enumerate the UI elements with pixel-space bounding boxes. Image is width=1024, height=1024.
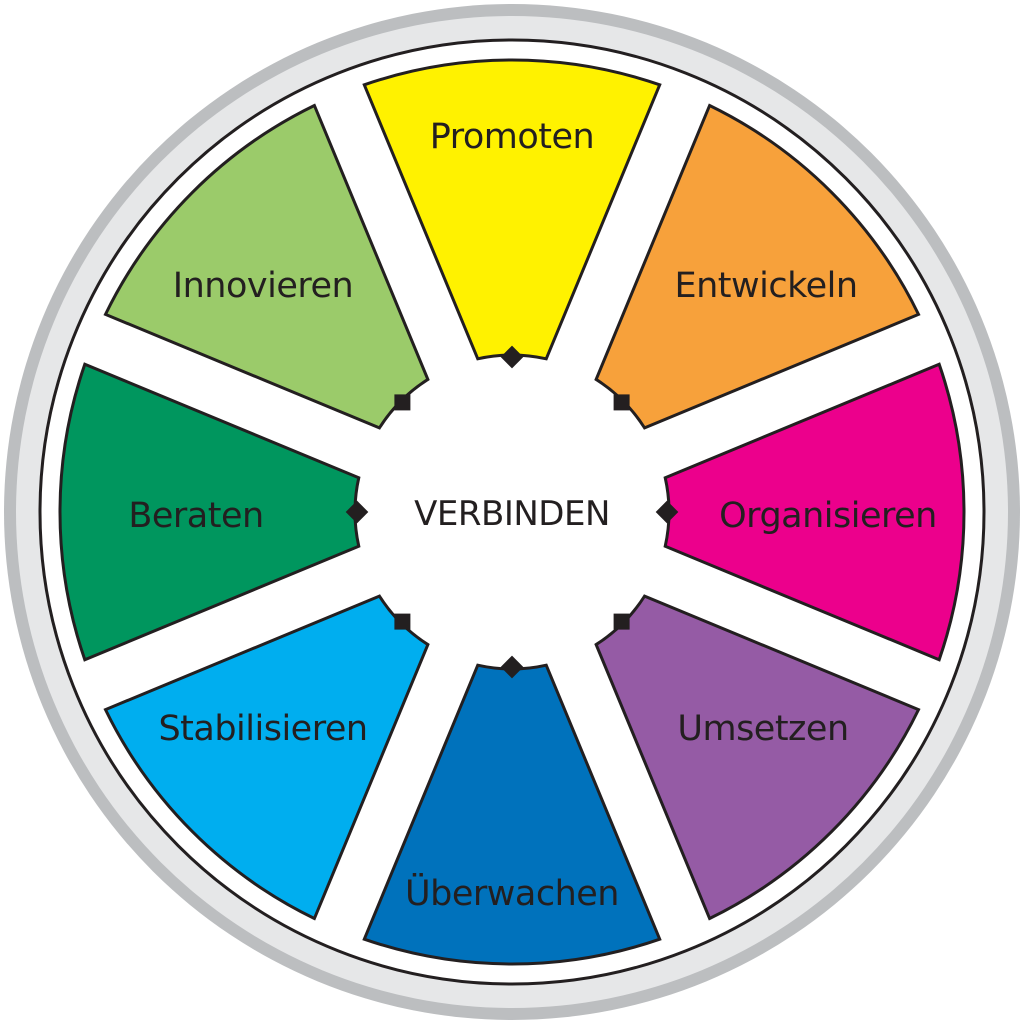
connector-diamond-icon <box>613 394 630 411</box>
connector-diamond-icon <box>394 394 411 411</box>
segment-label-entwickeln: Entwickeln <box>674 266 858 306</box>
segment-label-ueberwachen: Überwachen <box>405 874 619 914</box>
connector-diamond-icon <box>500 345 524 369</box>
segment-label-promoten: Promoten <box>429 117 595 157</box>
connector-diamond-icon <box>613 613 630 630</box>
segment-label-beraten: Beraten <box>128 496 264 536</box>
segment-label-innovieren: Innovieren <box>172 266 354 306</box>
connector-diamond-icon <box>394 613 411 630</box>
segment-label-organisieren: Organisieren <box>719 496 937 536</box>
segment-label-stabilisieren: Stabilisieren <box>158 709 368 749</box>
connector-diamond-icon <box>500 655 524 679</box>
center-label: VERBINDEN <box>414 494 610 534</box>
connector-diamond-icon <box>345 500 369 524</box>
segment-label-umsetzen: Umsetzen <box>677 709 849 749</box>
connector-diamond-icon <box>655 500 679 524</box>
